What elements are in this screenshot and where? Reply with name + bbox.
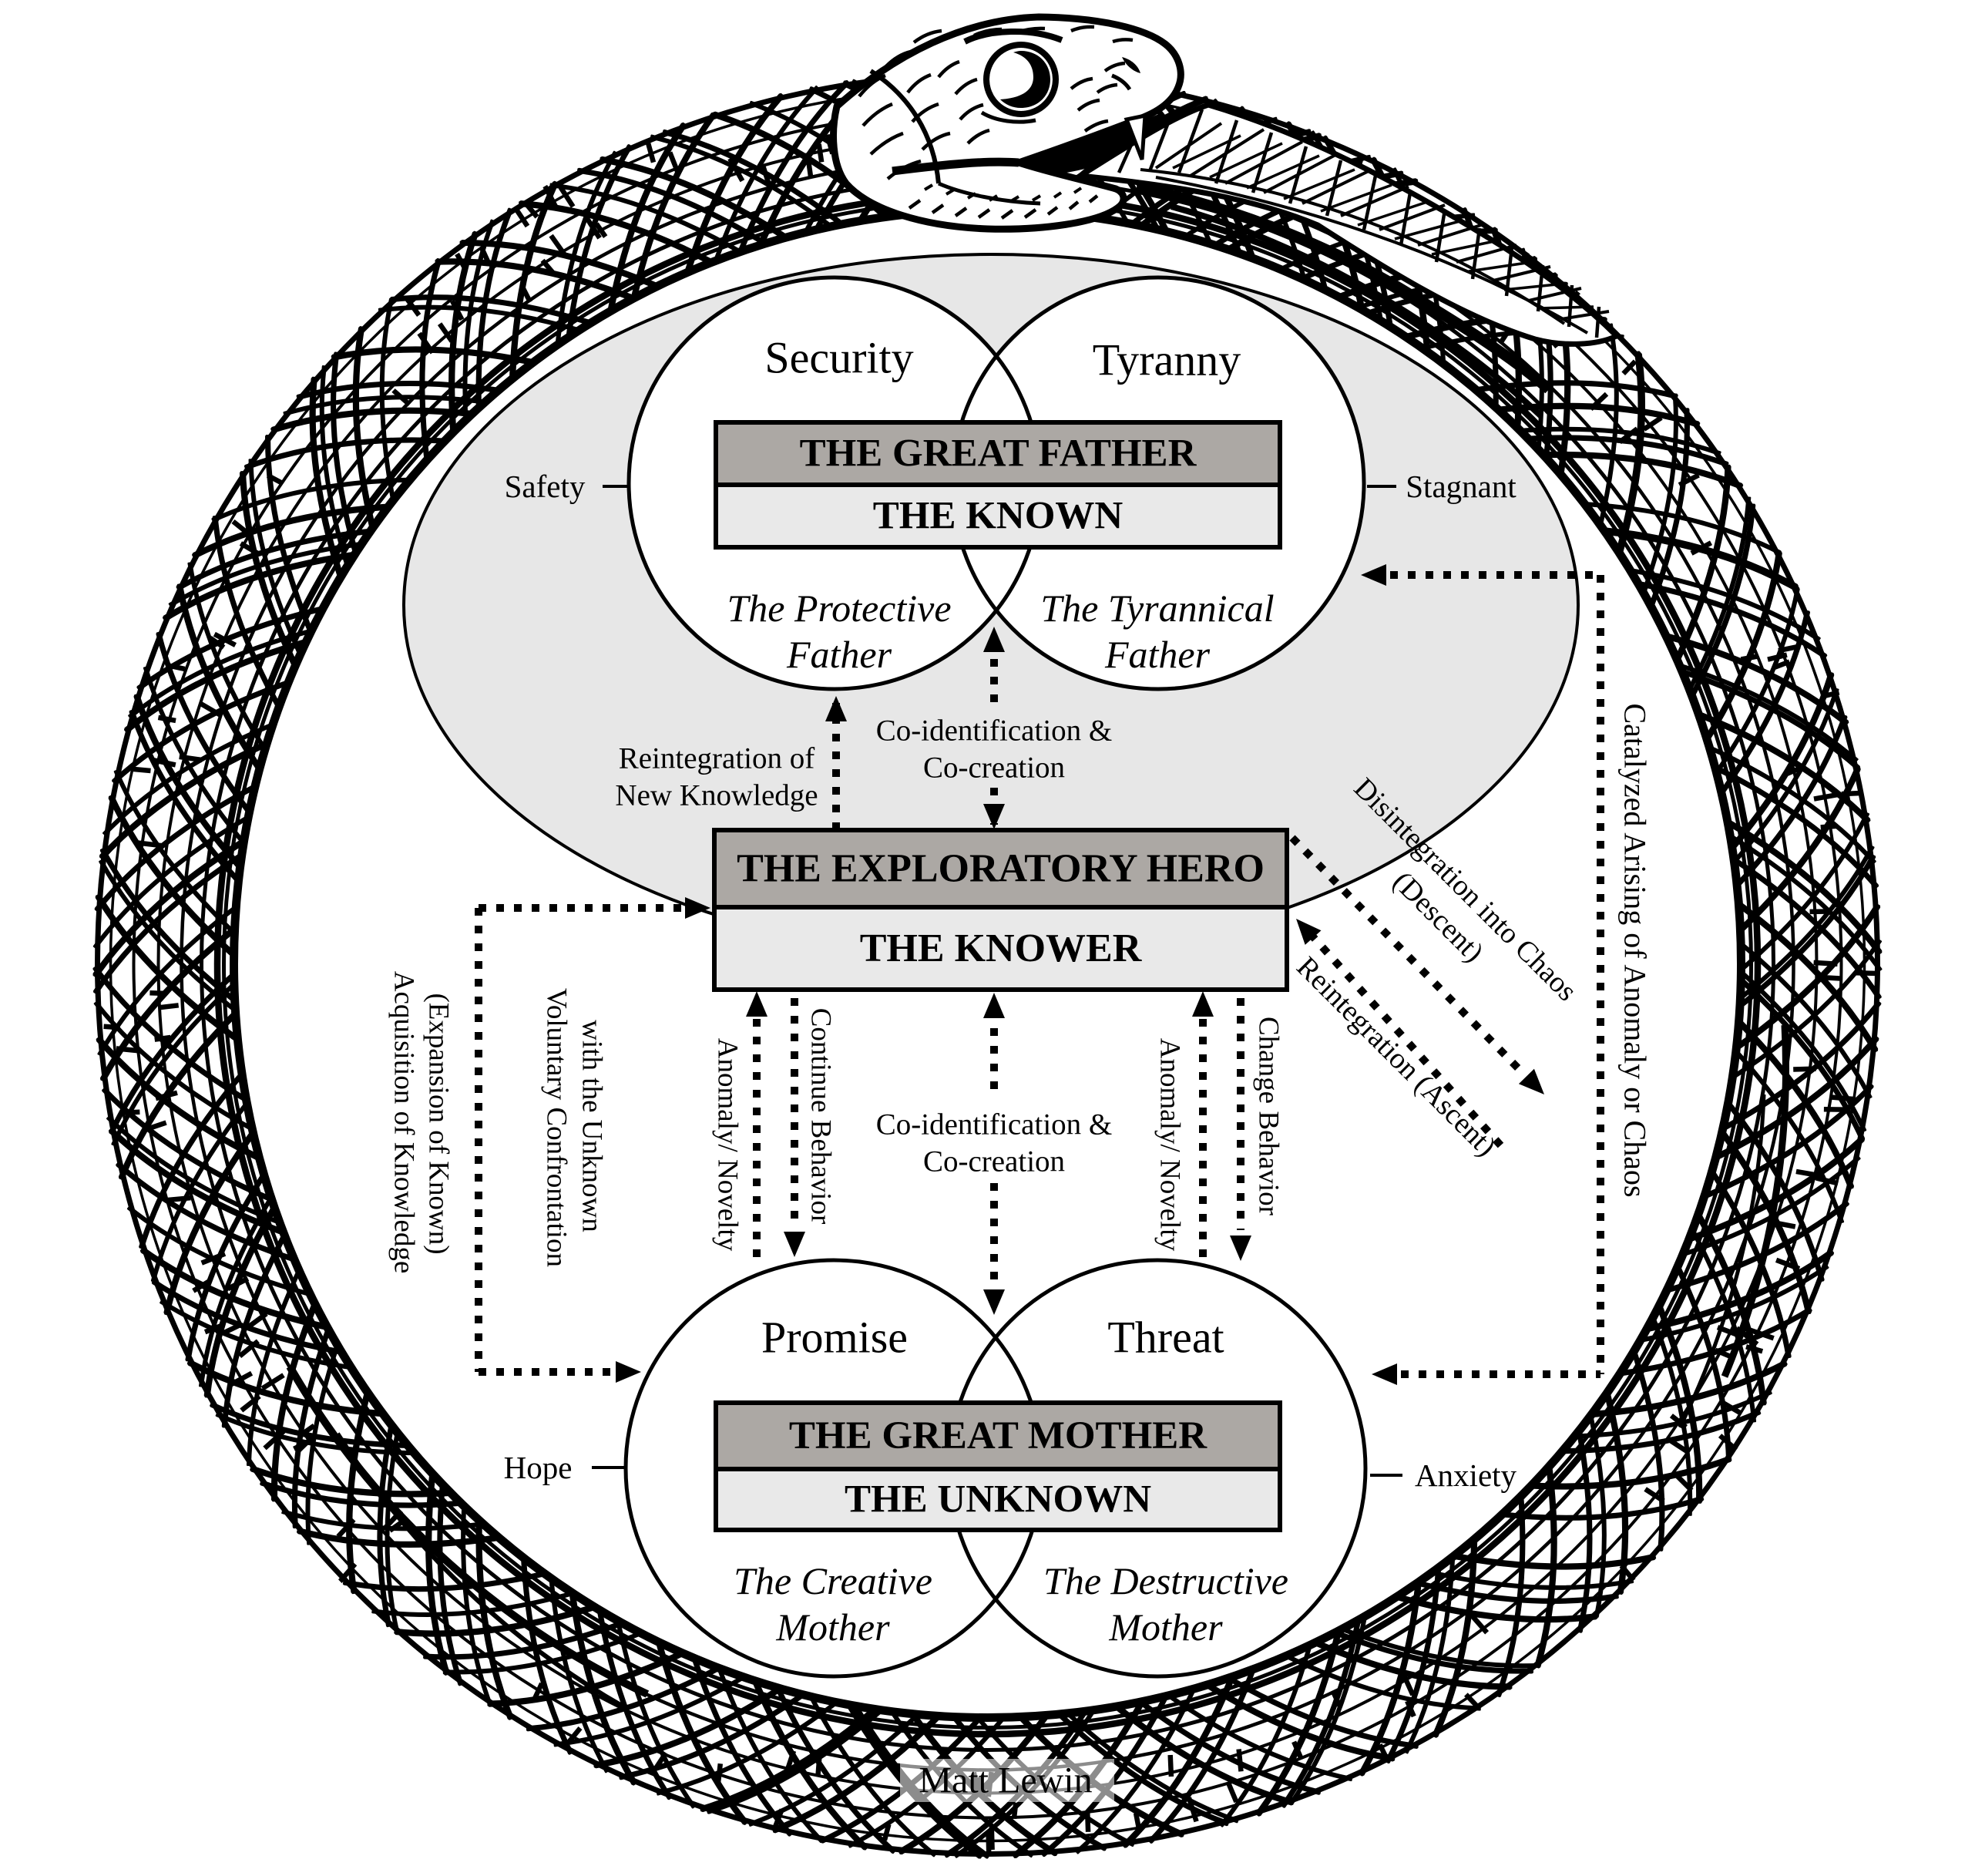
svg-text:THE EXPLORATORY HERO: THE EXPLORATORY HERO xyxy=(737,847,1265,891)
svg-text:Co-creation: Co-creation xyxy=(923,1145,1065,1178)
svg-text:Mother: Mother xyxy=(775,1605,890,1649)
svg-text:New Knowledge: New Knowledge xyxy=(615,779,818,812)
svg-text:Co-identification &: Co-identification & xyxy=(876,1108,1113,1141)
svg-text:(Expansion of Known): (Expansion of Known) xyxy=(423,993,455,1254)
svg-text:THE UNKNOWN: THE UNKNOWN xyxy=(845,1478,1151,1521)
svg-text:Mother: Mother xyxy=(1108,1605,1223,1649)
svg-text:Father: Father xyxy=(1104,633,1211,676)
svg-text:Father: Father xyxy=(786,633,892,676)
svg-text:Promise: Promise xyxy=(761,1313,908,1363)
svg-text:with the Unknown: with the Unknown xyxy=(576,1020,608,1232)
svg-text:Reintegration of: Reintegration of xyxy=(619,742,815,775)
svg-text:Anomaly/ Novelty: Anomaly/ Novelty xyxy=(1154,1038,1186,1252)
svg-text:THE GREAT FATHER: THE GREAT FATHER xyxy=(800,432,1197,476)
svg-text:Tyranny: Tyranny xyxy=(1093,335,1241,385)
svg-text:The Protective: The Protective xyxy=(727,587,951,630)
svg-text:Acquisition of Knowledge: Acquisition of Knowledge xyxy=(388,971,420,1274)
svg-text:Continue Behavior: Continue Behavior xyxy=(805,1008,837,1225)
svg-text:Stagnant: Stagnant xyxy=(1406,469,1517,504)
svg-text:Change Behavior: Change Behavior xyxy=(1253,1017,1285,1215)
svg-text:Threat: Threat xyxy=(1107,1313,1224,1363)
svg-text:Co-creation: Co-creation xyxy=(923,751,1065,785)
svg-text:The Creative: The Creative xyxy=(734,1559,932,1602)
svg-text:The Tyrannical: The Tyrannical xyxy=(1040,587,1274,630)
svg-text:Safety: Safety xyxy=(505,469,586,504)
svg-text:The Destructive: The Destructive xyxy=(1043,1559,1288,1602)
svg-text:Matt Lewin: Matt Lewin xyxy=(919,1760,1092,1801)
svg-text:Catalyzed Arising of Anomaly o: Catalyzed Arising of Anomaly or Chaos xyxy=(1618,703,1653,1197)
svg-text:Co-identification &: Co-identification & xyxy=(876,714,1113,748)
svg-text:Anomaly/ Novelty: Anomaly/ Novelty xyxy=(712,1038,744,1252)
svg-text:Anxiety: Anxiety xyxy=(1415,1457,1517,1493)
svg-text:Security: Security xyxy=(764,333,913,383)
svg-text:THE KNOWN: THE KNOWN xyxy=(873,495,1124,538)
svg-text:Voluntary Confrontation: Voluntary Confrontation xyxy=(541,988,573,1267)
svg-text:THE GREAT MOTHER: THE GREAT MOTHER xyxy=(789,1414,1208,1457)
svg-text:THE KNOWER: THE KNOWER xyxy=(860,926,1143,970)
svg-text:Hope: Hope xyxy=(504,1450,573,1485)
